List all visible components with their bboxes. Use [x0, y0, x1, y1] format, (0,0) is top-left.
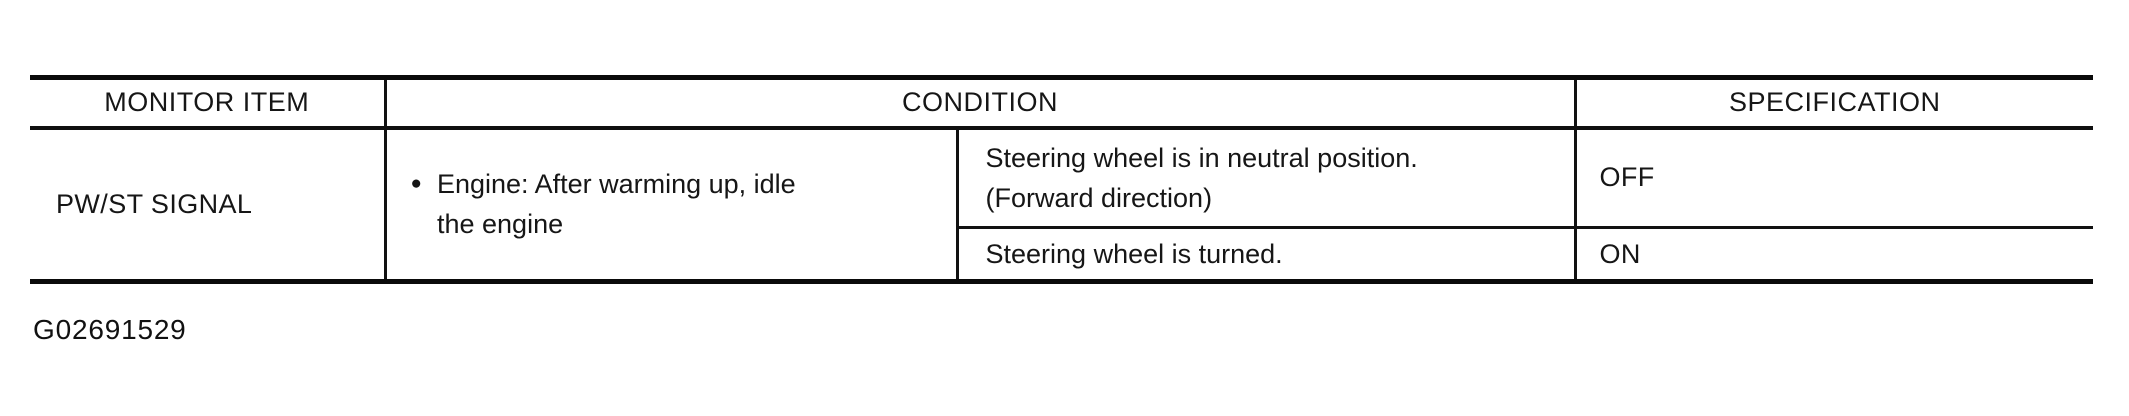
cell-condition-main: ● Engine: After warming up, idle the eng…: [385, 127, 959, 282]
cell-specification-off: OFF: [1575, 127, 2093, 229]
bullet-icon: ●: [410, 173, 422, 195]
cell-specification-on: ON: [1599, 238, 1641, 269]
figure-code: G02691529: [33, 314, 187, 345]
condition-main-text: Engine: After warming up, idle the engin…: [436, 169, 796, 240]
header-monitor-item: MONITOR ITEM: [30, 77, 387, 130]
table-row: PW/ST SIGNAL ● Engine: After warming up,…: [30, 127, 2093, 282]
condition-bullet-item: ● Engine: After warming up, idle the eng…: [387, 164, 956, 244]
cell-condition-sub-neutral: Steering wheel is in neutral position. (…: [957, 127, 1577, 229]
cell-condition-sub-turned: Steering wheel is turned.: [957, 227, 1577, 282]
header-condition: CONDITION: [385, 77, 1577, 130]
header-row: MONITOR ITEM CONDITION SPECIFICATION: [30, 77, 2093, 130]
table-row: Steering wheel is turned. ON: [30, 227, 2093, 282]
header-specification: SPECIFICATION: [1575, 77, 2093, 130]
cell-monitor-item: PW/ST SIGNAL: [30, 127, 387, 282]
monitor-spec-table: MONITOR ITEM CONDITION SPECIFICATION PW/…: [30, 75, 2093, 284]
